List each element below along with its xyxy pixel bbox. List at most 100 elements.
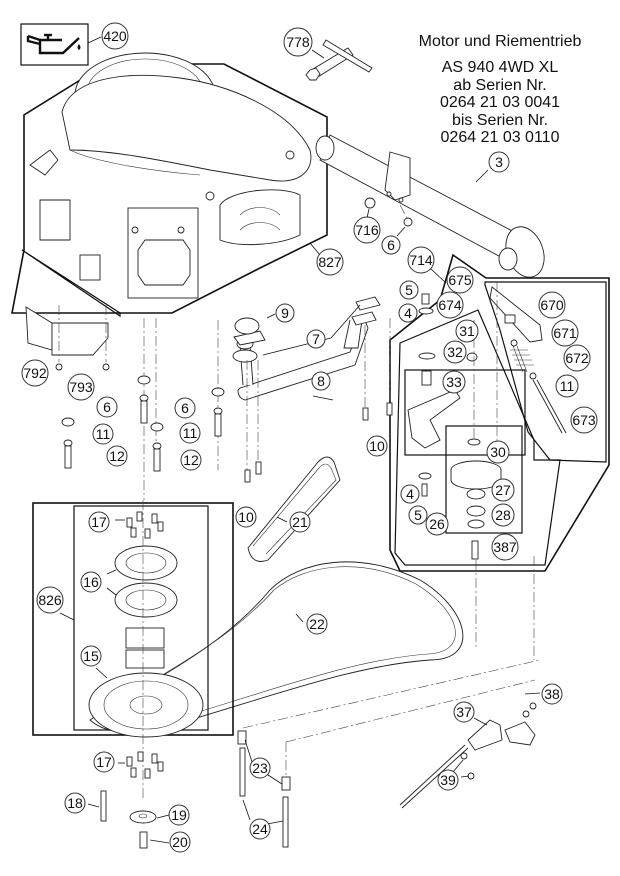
callout-6b[interactable]: 6: [96, 396, 118, 418]
svg-text:27: 27: [495, 482, 511, 498]
callout-12a[interactable]: 12: [106, 445, 128, 467]
screws-17-top: [126, 511, 164, 539]
callout-11c[interactable]: 11: [179, 422, 201, 444]
callout-38[interactable]: 38: [541, 683, 563, 705]
callout-5a[interactable]: 5: [399, 280, 419, 300]
callout-31[interactable]: 31: [455, 319, 479, 343]
belt-21: [247, 456, 341, 562]
callout-22[interactable]: 22: [306, 613, 328, 635]
svg-text:17: 17: [96, 754, 112, 770]
callout-18[interactable]: 18: [64, 792, 86, 814]
callout-674[interactable]: 674: [436, 291, 464, 319]
svg-text:4: 4: [406, 486, 414, 502]
callout-16[interactable]: 16: [80, 571, 102, 593]
callout-10a[interactable]: 10: [366, 435, 388, 457]
svg-text:670: 670: [540, 297, 564, 313]
callout-387[interactable]: 387: [491, 533, 519, 561]
callout-32[interactable]: 32: [443, 340, 467, 364]
callout-793[interactable]: 793: [67, 373, 95, 401]
svg-text:6: 6: [181, 400, 189, 416]
svg-text:826: 826: [38, 592, 62, 608]
callout-26[interactable]: 26: [425, 512, 449, 536]
svg-text:10: 10: [369, 438, 385, 454]
callout-792[interactable]: 792: [21, 359, 49, 387]
svg-text:673: 673: [572, 412, 596, 428]
callout-5b[interactable]: 5: [408, 505, 428, 525]
svg-text:32: 32: [447, 344, 463, 360]
svg-text:5: 5: [414, 507, 422, 523]
callout-6c[interactable]: 6: [174, 397, 196, 419]
callout-37[interactable]: 37: [453, 701, 475, 723]
callout-17b[interactable]: 17: [93, 751, 115, 773]
callout-3[interactable]: 3: [488, 151, 510, 173]
callout-673[interactable]: 673: [570, 406, 598, 434]
callout-20[interactable]: 20: [169, 831, 191, 853]
callout-27[interactable]: 27: [491, 478, 515, 502]
svg-text:420: 420: [103, 28, 127, 44]
callout-39[interactable]: 39: [437, 769, 459, 791]
svg-text:18: 18: [67, 795, 83, 811]
callout-15[interactable]: 15: [80, 645, 102, 667]
callout-17a[interactable]: 17: [88, 511, 110, 533]
callout-9[interactable]: 9: [275, 303, 295, 323]
callout-19[interactable]: 19: [168, 804, 190, 826]
svg-text:31: 31: [459, 323, 475, 339]
engine-group-frame: [11, 63, 328, 314]
callout-30[interactable]: 30: [486, 440, 510, 464]
engine-827: [29, 52, 312, 299]
callout-33[interactable]: 33: [442, 370, 466, 394]
idler-frame-674: [394, 309, 561, 566]
callout-23[interactable]: 23: [249, 757, 271, 779]
callout-671[interactable]: 671: [551, 319, 579, 347]
callout-716[interactable]: 716: [353, 216, 381, 244]
callout-714[interactable]: 714: [407, 246, 435, 274]
callout-8[interactable]: 8: [311, 371, 331, 391]
svg-text:17: 17: [91, 514, 107, 530]
callout-11b[interactable]: 11: [92, 423, 114, 445]
svg-text:6: 6: [387, 237, 395, 253]
svg-text:387: 387: [493, 539, 517, 555]
svg-text:714: 714: [409, 252, 433, 268]
callout-675[interactable]: 675: [446, 266, 474, 294]
tensioner-frame-714: [389, 253, 610, 572]
lever-37: [399, 702, 537, 809]
svg-text:33: 33: [446, 374, 462, 390]
svg-text:30: 30: [490, 444, 506, 460]
callout-672[interactable]: 672: [563, 344, 591, 372]
svg-text:20: 20: [172, 834, 188, 850]
svg-text:38: 38: [544, 686, 560, 702]
serial-to: 0264 21 03 0110: [440, 129, 560, 146]
svg-text:4: 4: [404, 305, 412, 321]
callout-778[interactable]: 778: [283, 27, 313, 57]
svg-text:11: 11: [560, 378, 575, 394]
callout-21[interactable]: 21: [289, 511, 311, 533]
callout-6a[interactable]: 6: [381, 235, 401, 255]
svg-text:674: 674: [438, 297, 462, 313]
callout-670[interactable]: 670: [538, 291, 566, 319]
svg-text:793: 793: [69, 379, 93, 395]
svg-text:39: 39: [440, 772, 456, 788]
svg-text:675: 675: [448, 272, 472, 288]
svg-text:10: 10: [238, 509, 254, 525]
svg-text:671: 671: [553, 325, 577, 341]
callout-12b[interactable]: 12: [180, 449, 202, 471]
svg-text:7: 7: [312, 331, 320, 347]
callout-420[interactable]: 420: [101, 22, 129, 50]
callout-28[interactable]: 28: [491, 503, 515, 527]
callout-10b[interactable]: 10: [235, 506, 257, 528]
idler-sub-frame-33: [404, 369, 526, 456]
callout-4b[interactable]: 4: [400, 484, 420, 504]
svg-text:11: 11: [96, 426, 111, 442]
callout-4a[interactable]: 4: [398, 303, 418, 323]
exhaust-pipe-8: [232, 296, 381, 401]
svg-text:28: 28: [495, 507, 511, 523]
callout-826[interactable]: 826: [36, 586, 64, 614]
model-name: AS 940 4WD XL: [441, 59, 559, 76]
callout-827[interactable]: 827: [316, 248, 344, 276]
callout-24[interactable]: 24: [249, 818, 271, 840]
callout-11a[interactable]: 11: [555, 374, 579, 398]
callout-7[interactable]: 7: [306, 329, 326, 349]
svg-text:22: 22: [309, 616, 325, 632]
svg-text:778: 778: [286, 34, 310, 50]
